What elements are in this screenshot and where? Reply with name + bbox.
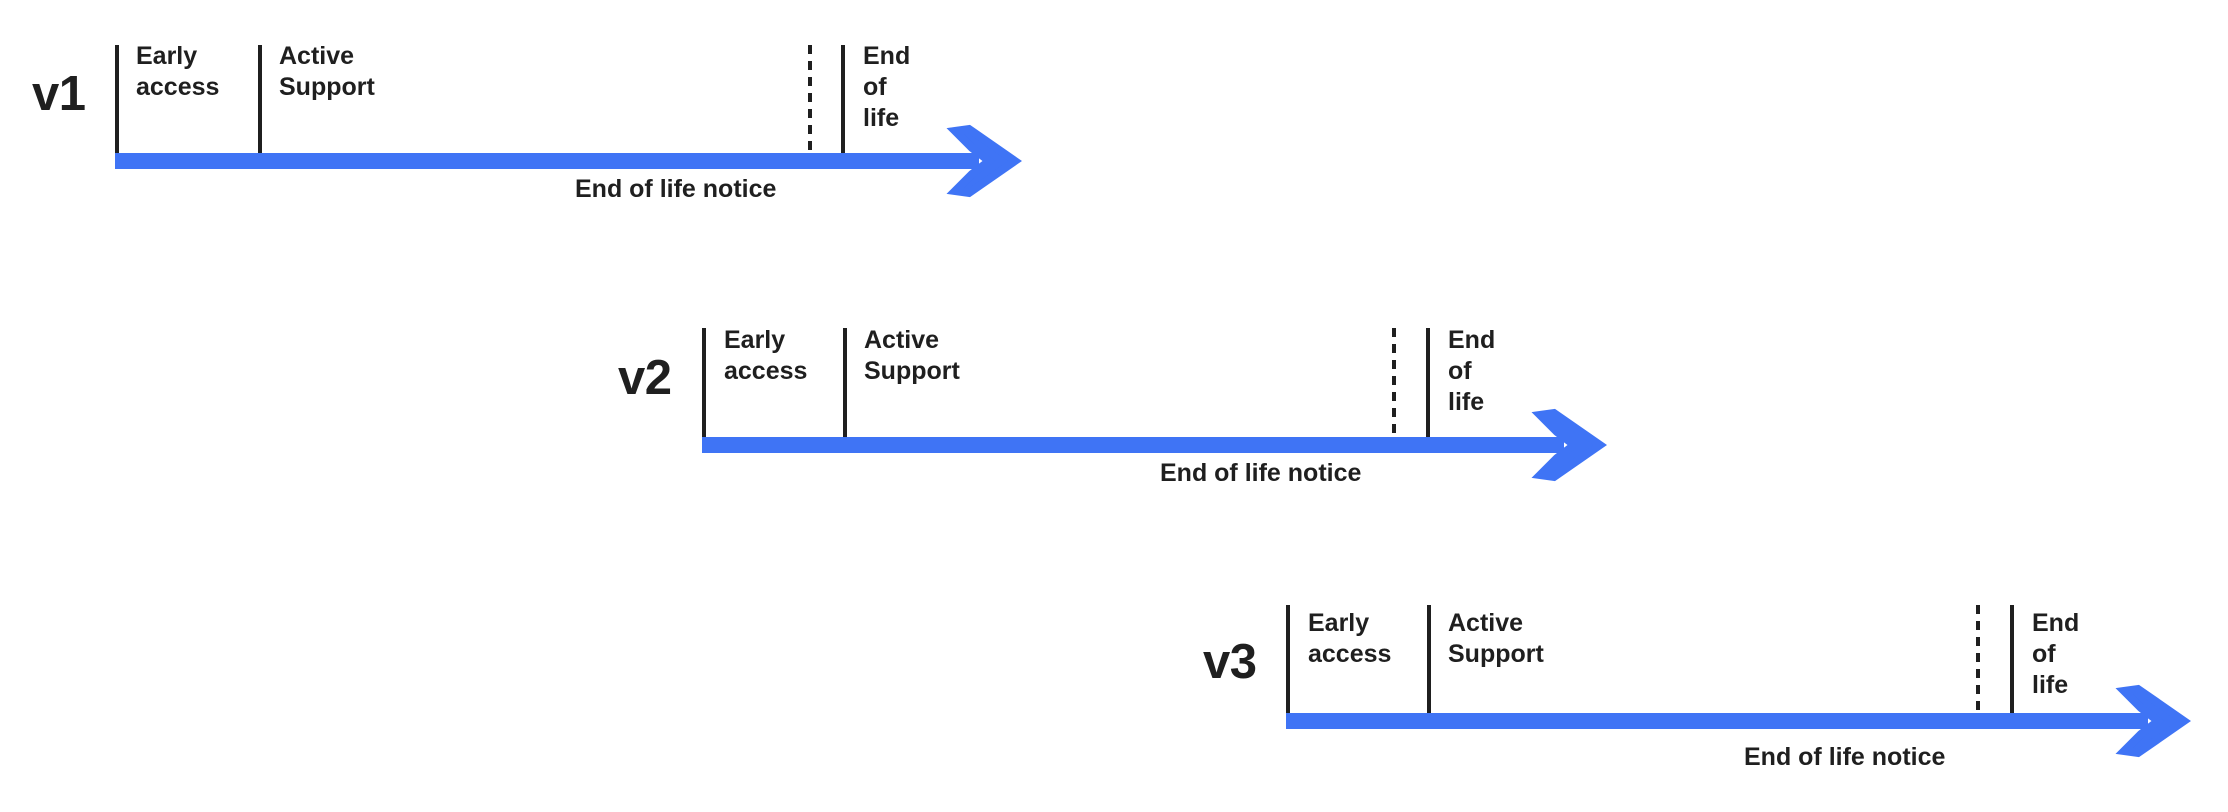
arrow-shaft — [115, 153, 979, 169]
version-label-v1: v1 — [32, 67, 86, 121]
version-label-v2: v2 — [618, 351, 672, 405]
phase-label-v3-3: End of life — [2032, 609, 2080, 699]
phase-label-v3-1: Active Support — [1448, 609, 1544, 668]
arrow-head — [946, 124, 1023, 198]
phase-divider-v1-0 — [115, 45, 119, 153]
phase-label-v2-0: Early access — [724, 326, 808, 385]
end-of-life-notice-label-v3: End of life notice — [1744, 743, 1946, 771]
phase-divider-v2-1 — [843, 328, 847, 437]
phase-label-v2-1: Active Support — [864, 326, 960, 385]
phase-divider-v3-3 — [2010, 605, 2014, 713]
phase-divider-dashed-v1 — [808, 45, 812, 153]
phase-label-v2-3: End of life — [1448, 326, 1496, 416]
lifecycle-arrow-v3 — [1286, 684, 2192, 758]
phase-divider-v3-0 — [1286, 605, 1290, 713]
end-of-life-notice-label-v2: End of life notice — [1160, 459, 1362, 487]
phase-divider-dashed-v3 — [1976, 605, 1980, 713]
arrow-shaft — [702, 437, 1564, 453]
phase-label-v1-1: Active Support — [279, 42, 375, 101]
end-of-life-notice-label-v1: End of life notice — [575, 175, 777, 203]
lifecycle-arrow-v1 — [115, 124, 1023, 198]
version-label-v3: v3 — [1203, 635, 1257, 689]
phase-divider-v2-0 — [702, 328, 706, 437]
lifecycle-arrow-v2 — [702, 408, 1608, 482]
phase-divider-v1-1 — [258, 45, 262, 153]
arrow-shaft — [1286, 713, 2148, 729]
phase-divider-v1-3 — [841, 45, 845, 153]
phase-label-v1-0: Early access — [136, 42, 220, 101]
phase-label-v1-3: End of life — [863, 42, 911, 132]
arrow-head — [2115, 684, 2192, 758]
phase-divider-v2-3 — [1426, 328, 1430, 437]
phase-divider-dashed-v2 — [1392, 328, 1396, 437]
phase-label-v3-0: Early access — [1308, 609, 1392, 668]
phase-divider-v3-1 — [1427, 605, 1431, 713]
arrow-head — [1531, 408, 1608, 482]
